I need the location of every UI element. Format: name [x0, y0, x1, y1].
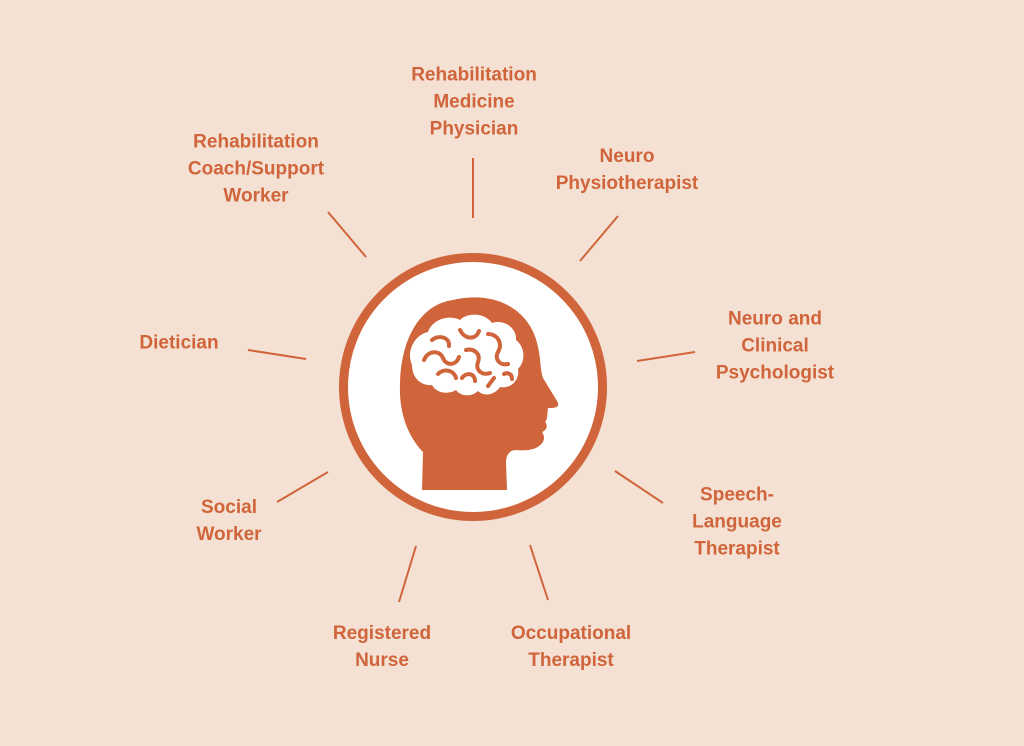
role-line: Clinical [741, 335, 809, 357]
role-line: Dietician [139, 332, 219, 354]
connector-neuro-physiotherapist [579, 215, 619, 262]
role-line: Physiotherapist [555, 173, 699, 194]
connector-occupational-therapist [529, 544, 549, 601]
role-line: Rehabilitation [411, 64, 537, 86]
role-line: Occupational [510, 623, 632, 644]
connector-rehab-coach-support-worker [327, 211, 367, 258]
role-line: Speech- [700, 484, 774, 506]
role-line: Therapist [528, 650, 614, 671]
role-line: Rehabilitation [193, 131, 319, 153]
role-line: Worker [196, 524, 262, 545]
role-line: Language [692, 511, 782, 533]
role-line: Psychologist [715, 362, 835, 384]
role-social-worker: Social Worker [196, 494, 261, 548]
role-rehab-medicine-physician: Rehabilitation Medicine Physician [411, 62, 537, 143]
role-line: Neuro and [728, 308, 822, 330]
role-line: Nurse [355, 650, 409, 671]
role-line: Medicine [433, 91, 515, 113]
role-neuro-physiotherapist: Neuro Physiotherapist [556, 143, 699, 197]
role-registered-nurse: Registered Nurse [333, 620, 431, 674]
central-hub-circle [339, 253, 607, 521]
role-line: Neuro [599, 146, 655, 167]
role-rehab-coach-support-worker: Rehabilitation Coach/Support Worker [188, 129, 324, 210]
role-line: Worker [223, 185, 289, 207]
role-line: Therapist [694, 538, 780, 560]
head-with-brain-icon [399, 297, 559, 490]
connector-neuro-clinical-psychologist [636, 351, 696, 362]
connector-social-worker [276, 471, 329, 503]
role-dietician: Dietician [139, 330, 218, 357]
role-line: Social [201, 497, 257, 518]
role-occupational-therapist: Occupational Therapist [511, 620, 631, 674]
role-line: Physician [429, 118, 519, 140]
role-speech-language-therapist: Speech- Language Therapist [692, 482, 782, 563]
connector-registered-nurse [398, 545, 417, 603]
connector-dietician [247, 349, 307, 360]
connector-speech-language-therapist [614, 470, 664, 504]
role-line: Coach/Support [187, 158, 325, 180]
role-neuro-clinical-psychologist: Neuro and Clinical Psychologist [716, 306, 834, 387]
role-line: Registered [332, 623, 432, 644]
